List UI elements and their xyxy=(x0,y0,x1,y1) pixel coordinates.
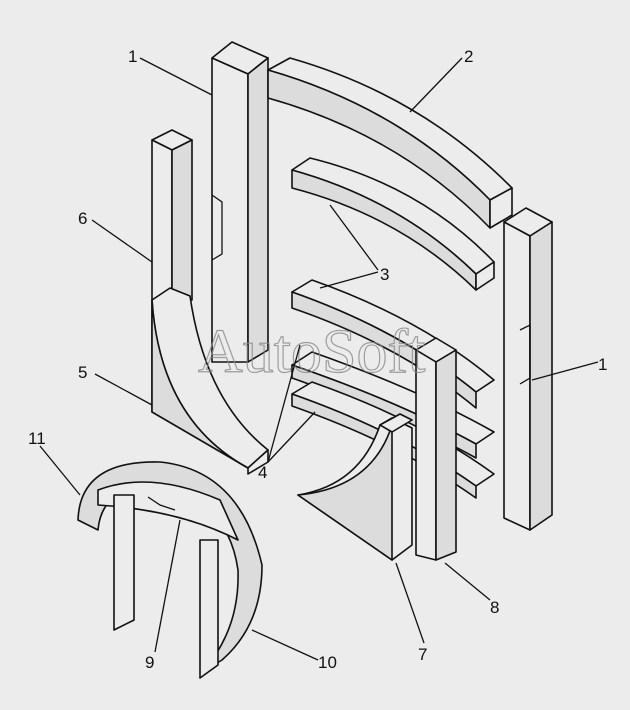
watermark-text: AutoSoft xyxy=(198,318,425,386)
part-ring xyxy=(77,461,263,679)
label-8: 8 xyxy=(490,598,499,617)
part-3-middle-arc xyxy=(291,157,495,291)
label-11: 11 xyxy=(28,429,46,448)
part-8-bar xyxy=(415,337,457,561)
part-1-right-bar xyxy=(503,207,553,531)
label-4: 4 xyxy=(258,463,267,482)
label-7: 7 xyxy=(418,645,427,664)
label-9: 9 xyxy=(145,653,154,672)
label-3: 3 xyxy=(380,265,389,284)
leader-lines xyxy=(39,57,599,661)
label-1-top: 1 xyxy=(128,47,137,66)
part-2-top-arc xyxy=(267,57,513,229)
part-7-block xyxy=(297,413,413,561)
label-10: 10 xyxy=(318,653,337,672)
label-2: 2 xyxy=(464,47,473,66)
label-5: 5 xyxy=(78,363,87,382)
label-6: 6 xyxy=(78,209,87,228)
label-1-right: 1 xyxy=(598,355,607,374)
part-1-left-bar xyxy=(211,41,269,363)
part-5-curved-plate xyxy=(151,287,269,475)
